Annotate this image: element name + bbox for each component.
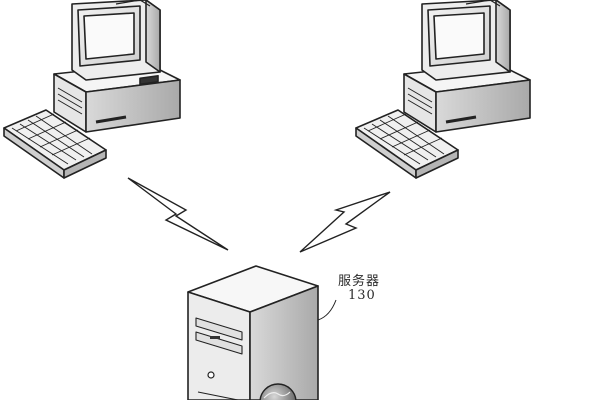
monitor-left	[71, 0, 161, 81]
wireless-link-left	[127, 177, 229, 251]
client-computer-left	[3, 0, 181, 179]
server-label: 服务器	[338, 274, 381, 289]
server-tower	[187, 265, 319, 400]
globe-icon	[259, 383, 297, 400]
wireless-link-right	[299, 191, 391, 253]
keyboard-right	[355, 109, 459, 179]
keyboard-left	[3, 109, 107, 179]
desktop-base-unit-right	[403, 63, 531, 133]
server-label-leader	[317, 299, 337, 321]
monitor-right	[421, 0, 511, 81]
server-number-label: 130	[348, 288, 376, 303]
client-computer-right	[355, 0, 531, 179]
